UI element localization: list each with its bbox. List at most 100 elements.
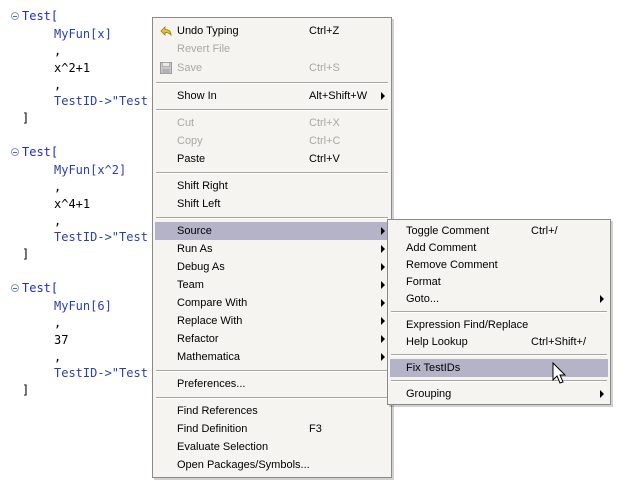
menu-item-format[interactable]: Format (390, 273, 608, 291)
menu-item-grouping[interactable]: Grouping (390, 385, 608, 403)
menu-item-copy[interactable]: Copy Ctrl+C (155, 132, 389, 150)
code-line: MyFun[x^2] (54, 163, 127, 177)
source-submenu: Toggle Comment Ctrl+/ Add Comment Remove… (387, 219, 611, 405)
menu-item-replace-with[interactable]: Replace With (155, 312, 389, 330)
menu-item-shortcut: Ctrl+S (309, 62, 340, 74)
menu-item-shortcut: Ctrl+X (309, 117, 340, 129)
menu-item-label: Open Packages/Symbols... (177, 459, 310, 471)
menu-item-label: Show In (177, 90, 217, 102)
menu-item-label: Source (177, 225, 212, 237)
menu-item-label: Paste (177, 153, 206, 165)
menu-item-shortcut: Ctrl+V (309, 153, 340, 165)
code-line: , (54, 180, 62, 194)
menu-item-compare-with[interactable]: Compare With (155, 294, 389, 312)
code-line: , (54, 350, 62, 364)
menu-item-mathematica[interactable]: Mathematica (155, 348, 389, 366)
menu-item-label: Shift Left (177, 198, 221, 210)
context-menu: Undo Typing Ctrl+Z Revert File Save Ctrl… (152, 17, 392, 478)
menu-separator (391, 311, 607, 313)
code-line: TestID->"Test (54, 366, 148, 380)
menu-item-label: Fix TestIDs (406, 362, 461, 374)
menu-item-label: Toggle Comment (406, 225, 490, 237)
menu-item-label: Expression Find/Replace (406, 319, 529, 331)
menu-separator (391, 354, 607, 356)
menu-item-shortcut: Alt+Shift+W (309, 90, 368, 102)
menu-item-shortcut: Ctrl+Z (309, 25, 340, 37)
menu-item-shortcut: Ctrl+Shift+/ (531, 336, 587, 348)
menu-item-label: Help Lookup (406, 336, 468, 348)
menu-item-label: Grouping (406, 388, 452, 400)
menu-separator (156, 370, 388, 372)
code-line: ] (22, 111, 30, 125)
menu-item-preferences[interactable]: Preferences... (155, 375, 389, 393)
submenu-arrow-icon (600, 295, 604, 303)
menu-item-evaluate-selection[interactable]: Evaluate Selection (155, 438, 389, 456)
menu-item-label: Compare With (177, 297, 248, 309)
menu-item-label: Copy (177, 135, 203, 147)
menu-item-label: Goto... (406, 293, 440, 305)
code-line: MyFun[x] (54, 27, 112, 41)
menu-item-undo-typing[interactable]: Undo Typing Ctrl+Z (155, 22, 389, 40)
menu-item-label: Run As (177, 243, 213, 255)
code-line: TestID->"Test (54, 230, 148, 244)
menu-item-run-as[interactable]: Run As (155, 240, 389, 258)
code-line: , (54, 78, 62, 92)
menu-item-label: Find Definition (177, 423, 248, 435)
undo-icon (160, 26, 172, 37)
menu-item-save[interactable]: Save Ctrl+S (155, 59, 389, 77)
submenu-arrow-icon (381, 263, 385, 271)
menu-item-label: Find References (177, 405, 258, 417)
menu-separator (391, 380, 607, 382)
fold-toggle-icon[interactable] (11, 12, 19, 20)
menu-item-toggle-comment[interactable]: Toggle Comment Ctrl+/ (390, 222, 608, 240)
menu-item-shortcut: Ctrl+C (309, 135, 341, 147)
menu-item-label: Preferences... (177, 378, 246, 390)
menu-item-remove-comment[interactable]: Remove Comment (390, 256, 608, 274)
menu-item-shift-left[interactable]: Shift Left (155, 195, 389, 213)
code-line: TestID->"Test (54, 94, 148, 108)
code-line: ] (22, 383, 30, 397)
menu-item-refactor[interactable]: Refactor (155, 330, 389, 348)
menu-item-label: Mathematica (177, 351, 240, 363)
submenu-arrow-icon (600, 390, 604, 398)
menu-item-shortcut: Ctrl+/ (531, 225, 558, 237)
submenu-arrow-icon (381, 227, 385, 235)
menu-item-label: Refactor (177, 333, 219, 345)
fold-toggle-icon[interactable] (11, 148, 19, 156)
menu-item-find-definition[interactable]: Find Definition F3 (155, 420, 389, 438)
menu-item-cut[interactable]: Cut Ctrl+X (155, 114, 389, 132)
fold-toggle-icon[interactable] (11, 284, 19, 292)
menu-item-shift-right[interactable]: Shift Right (155, 177, 389, 195)
menu-item-find-references[interactable]: Find References (155, 402, 389, 420)
menu-item-goto[interactable]: Goto... (390, 290, 608, 308)
menu-item-expression-find-replace[interactable]: Expression Find/Replace (390, 316, 608, 334)
code-line: x^4+1 (54, 197, 91, 211)
code-line: Test[ (22, 281, 59, 295)
menu-separator (156, 172, 388, 174)
menu-item-fix-testids[interactable]: Fix TestIDs (390, 359, 608, 377)
code-line: 37 (54, 333, 69, 347)
menu-item-shortcut: F3 (309, 423, 322, 435)
menu-item-label: Replace With (177, 315, 243, 327)
menu-item-label: Revert File (177, 43, 231, 55)
code-line: Test[ (22, 9, 59, 23)
menu-separator (156, 109, 388, 111)
submenu-arrow-icon (381, 92, 385, 100)
save-icon (160, 62, 172, 74)
submenu-arrow-icon (381, 245, 385, 253)
menu-item-label: Team (177, 279, 204, 291)
submenu-arrow-icon (381, 353, 385, 361)
submenu-arrow-icon (381, 335, 385, 343)
menu-item-source[interactable]: Source (155, 222, 389, 240)
menu-item-show-in[interactable]: Show In Alt+Shift+W (155, 87, 389, 105)
menu-item-revert-file[interactable]: Revert File (155, 40, 389, 58)
menu-item-open-packages-symbols[interactable]: Open Packages/Symbols... (155, 456, 389, 474)
menu-item-team[interactable]: Team (155, 276, 389, 294)
menu-item-debug-as[interactable]: Debug As (155, 258, 389, 276)
menu-item-add-comment[interactable]: Add Comment (390, 239, 608, 257)
menu-item-label: Undo Typing (177, 25, 239, 37)
menu-item-help-lookup[interactable]: Help Lookup Ctrl+Shift+/ (390, 333, 608, 351)
menu-item-paste[interactable]: Paste Ctrl+V (155, 150, 389, 168)
code-line: MyFun[6] (54, 299, 112, 313)
